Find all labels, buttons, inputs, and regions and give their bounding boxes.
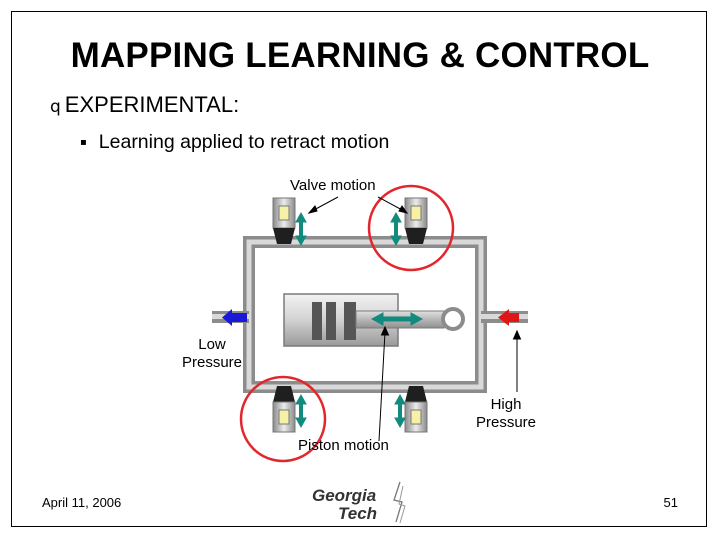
footer-date: April 11, 2006 [42, 495, 122, 510]
callout-lines [307, 196, 522, 442]
georgia-tech-logo: Georgia Tech [312, 481, 406, 524]
callout-piston-motion [378, 331, 386, 442]
piston-motion-arrow [370, 312, 424, 326]
valve-motion-arrow-1 [295, 211, 307, 247]
valve-motion-arrow-3 [295, 393, 307, 429]
page-number: 51 [663, 495, 678, 510]
valve-bottom-left [272, 386, 296, 433]
slide-frame [11, 11, 707, 527]
valve-bottom-right [404, 386, 428, 433]
valve-top-right [404, 197, 428, 244]
logo-text-tech: Tech [338, 504, 377, 523]
slide-title: MAPPING LEARNING & CONTROL [70, 36, 650, 75]
bullet-level1-text: EXPERIMENTAL: [64, 92, 240, 117]
logo-text-georgia: Georgia [312, 486, 376, 505]
high-pressure-arrow [498, 309, 519, 326]
highlight-circle-top-right [367, 184, 455, 272]
low-pressure-label: Low Pressure [181, 336, 243, 371]
high-pressure-label: High Pressure [475, 396, 537, 431]
valve-motion-arrows [295, 211, 424, 429]
piston-motion-label: Piston motion [298, 437, 389, 454]
bullet-marker-q: q [50, 97, 61, 117]
valve-top-left [272, 197, 296, 244]
highlight-circle-bottom-left [239, 375, 327, 463]
valve-motion-arrow-2 [390, 211, 402, 247]
bullet-level2: ▪ Learning applied to retract motion [80, 131, 389, 154]
low-pressure-arrow [222, 309, 247, 326]
valve-motion-arrow-4 [394, 393, 406, 429]
valve-motion-label: Valve motion [290, 177, 376, 194]
bullet-level2-text: Learning applied to retract motion [98, 131, 390, 153]
callout-valve-right [377, 196, 405, 212]
bullet-marker-square: ▪ [80, 137, 87, 148]
